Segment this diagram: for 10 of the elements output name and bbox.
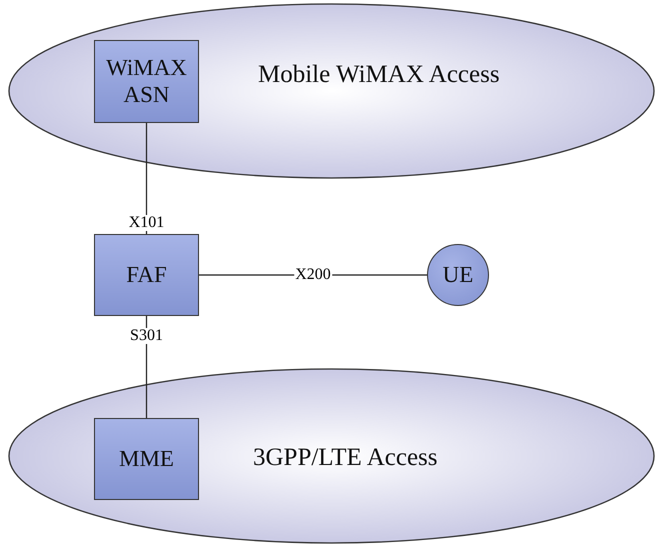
endpoint-circle: UE [427, 244, 489, 306]
edge-label: X101 [128, 214, 166, 230]
network-label: Mobile WiMAX Access [258, 61, 500, 89]
edge-label: S301 [129, 328, 164, 344]
function-box: FAF [94, 234, 199, 316]
function-box: MME [94, 418, 199, 500]
access-network-ellipse [8, 368, 655, 544]
function-box: WiMAX ASN [94, 40, 199, 123]
network-label: 3GPP/LTE Access [253, 444, 438, 472]
access-network-ellipse [8, 3, 655, 179]
